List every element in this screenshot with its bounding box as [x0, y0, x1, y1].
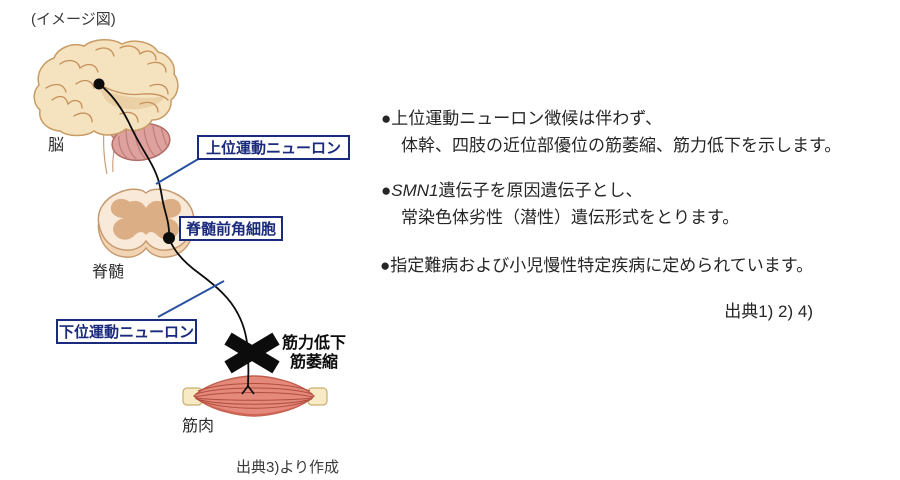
- x-caption-line1: 筋力低下: [281, 335, 346, 352]
- x-caption-line2: 筋萎縮: [289, 354, 338, 371]
- bullet-icon: ●: [381, 181, 392, 200]
- connector-line-upper: [155, 157, 201, 185]
- diagram-source-note: 出典3)より作成: [236, 459, 340, 476]
- muscle-label: 筋肉: [182, 418, 215, 435]
- anterior-horn-cell-box: 脊髄前角細胞: [179, 216, 283, 241]
- brain-label: 脳: [48, 137, 65, 154]
- bullet-icon: ●: [380, 256, 391, 275]
- bullet-1-line-2: 体幹、四肢の近位部優位の筋萎縮、筋力低下を示します。: [401, 136, 842, 155]
- bullet-3-line-1: ●指定難病および小児慢性特定疾病に定められています。: [380, 256, 814, 275]
- motor-neuron-pathway-illustration: [33, 39, 328, 417]
- upper-motor-neuron-label: 上位運動ニューロン: [205, 140, 341, 157]
- muscle-illustration: [182, 375, 328, 417]
- lower-motor-neuron-box: 下位運動ニューロン: [56, 319, 197, 344]
- nerve-path: [93, 78, 255, 395]
- bullet-1-line-1: ●上位運動ニューロン徴候は伴わず、: [381, 109, 663, 128]
- upper-motor-neuron-box: 上位運動ニューロン: [197, 135, 350, 160]
- spinal-cord-label: 脊髄: [92, 264, 125, 281]
- connector-line-lower: [157, 280, 225, 318]
- bullet-2-line-1: ●SMN1遺伝子を原因遺伝子とし、: [381, 181, 643, 200]
- bullet-2-line-2: 常染色体劣性（潜性）遺伝形式をとります。: [401, 208, 740, 227]
- lower-motor-neuron-label: 下位運動ニューロン: [58, 324, 194, 341]
- sources-reference: 出典1) 2) 4): [724, 302, 813, 321]
- x-mark-icon: [224, 332, 280, 374]
- anterior-horn-cell-label: 脊髄前角細胞: [185, 221, 276, 238]
- brain-illustration: [33, 39, 179, 137]
- smn1-gene-name: SMN1: [391, 181, 439, 200]
- bullet-icon: ●: [381, 109, 392, 128]
- x-mark-caption: 筋力低下 筋萎縮: [278, 334, 350, 372]
- upper-neuron-cell-body-dot: [93, 78, 105, 90]
- anterior-horn-cell-dot: [163, 232, 175, 244]
- image-note-label: (イメージ図): [31, 11, 116, 28]
